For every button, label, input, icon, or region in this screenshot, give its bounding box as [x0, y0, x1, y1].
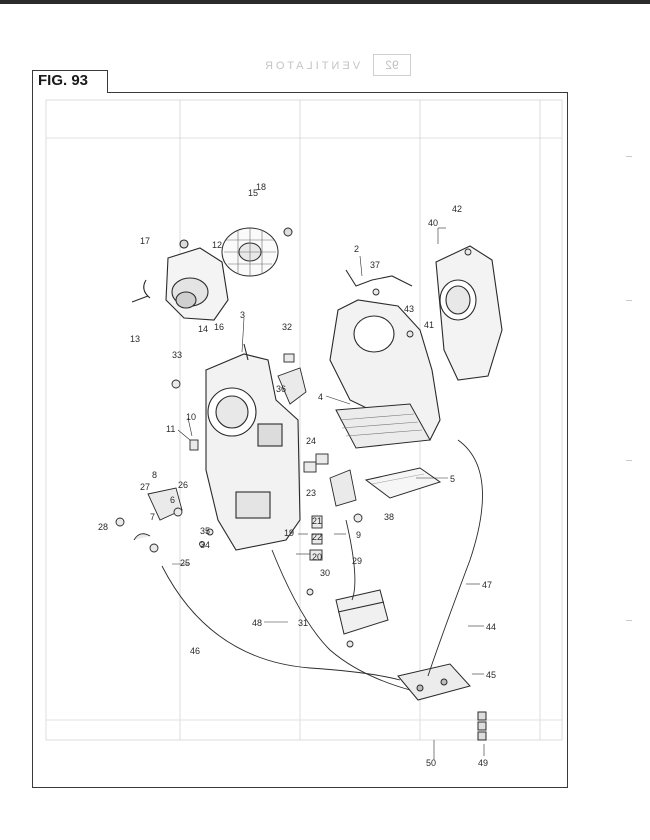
callout: 16 — [214, 322, 224, 332]
callout: 42 — [452, 204, 462, 214]
callout: 19 — [284, 528, 294, 538]
figure-label-box — [32, 70, 108, 93]
callout: 41 — [424, 320, 434, 330]
callout: 4 — [318, 392, 323, 402]
callout: 9 — [356, 530, 361, 540]
callout: 25 — [180, 558, 190, 568]
callout: 7 — [150, 512, 155, 522]
control-lever-unit — [397, 663, 487, 741]
control-cables — [161, 439, 483, 691]
heater-core — [335, 403, 431, 449]
callout: 24 — [306, 436, 316, 446]
margin-tick — [626, 620, 632, 621]
callout: 48 — [252, 618, 262, 628]
top-scan-edge — [0, 0, 650, 4]
callout: 3 — [240, 310, 245, 320]
callout-labels: 2 3 4 5 6 7 8 9 10 11 12 13 14 15 16 17 … — [98, 182, 496, 768]
callout: 37 — [370, 260, 380, 270]
callout: 28 — [98, 522, 108, 532]
filter-plate — [364, 467, 442, 499]
callout: 43 — [404, 304, 414, 314]
bleed-through-table — [45, 99, 563, 741]
callout: 12 — [212, 240, 222, 250]
figure-label: FIG. 93 — [38, 72, 89, 89]
blower-fan — [221, 227, 293, 277]
callout: 5 — [450, 474, 455, 484]
margin-tick — [626, 460, 632, 461]
callout: 47 — [482, 580, 492, 590]
callout: 45 — [486, 670, 496, 680]
callout: 34 — [200, 540, 210, 550]
callout: 50 — [426, 758, 436, 768]
callout: 20 — [312, 552, 322, 562]
margin-tick — [626, 156, 632, 157]
callout: 23 — [306, 488, 316, 498]
blower-housing — [205, 343, 301, 551]
callout: 22 — [312, 532, 322, 542]
margin-tick — [626, 300, 632, 301]
callout: 36 — [276, 384, 286, 394]
callout: 30 — [320, 568, 330, 578]
callout: 29 — [352, 556, 362, 566]
callout: 6 — [170, 495, 175, 505]
mounting-bracket — [335, 589, 389, 635]
callout: 46 — [190, 646, 200, 656]
callout: 10 — [186, 412, 196, 422]
side-duct — [435, 245, 503, 381]
callout: 35 — [200, 526, 210, 536]
blower-motor — [131, 239, 229, 321]
callout: 26 — [178, 480, 188, 490]
callout: 38 — [384, 512, 394, 522]
callout: 13 — [130, 334, 140, 344]
callout: 44 — [486, 622, 496, 632]
callout: 15 — [248, 188, 258, 198]
callout: 27 — [140, 482, 150, 492]
callout: 2 — [354, 244, 359, 254]
callout: 49 — [478, 758, 488, 768]
callout: 18 — [256, 182, 266, 192]
callout: 31 — [298, 618, 308, 628]
callout: 21 — [312, 516, 322, 526]
callout: 8 — [152, 470, 157, 480]
diagram-frame — [32, 92, 568, 788]
callout: 17 — [140, 236, 150, 246]
damper-linkage — [115, 248, 472, 648]
callout: 33 — [172, 350, 182, 360]
callout: 40 — [428, 218, 438, 228]
leader-lines — [172, 227, 485, 760]
callout: 32 — [282, 322, 292, 332]
callout: 14 — [198, 324, 208, 334]
callout: 11 — [166, 424, 175, 434]
